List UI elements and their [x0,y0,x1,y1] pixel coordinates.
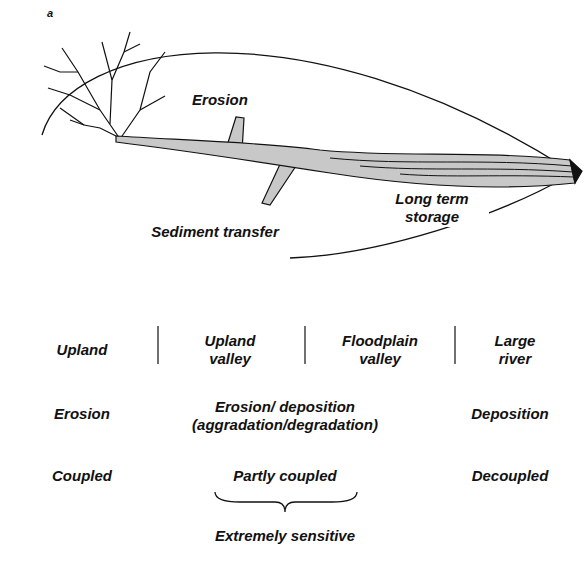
main-channel [116,136,575,187]
floodplain-lines [330,158,574,177]
label: Upland [55,340,110,360]
tributary [48,88,100,110]
tributary [84,125,118,137]
storage-line [330,158,572,166]
label: Deposition [469,404,551,424]
tributaries [44,32,165,139]
brace [215,492,357,512]
label: Upland valley [188,331,272,369]
label: Floodplain valley [328,331,432,369]
label: Erosion [52,404,112,424]
tributary [44,66,78,72]
label: Coupled [50,466,114,486]
tributary [102,42,112,124]
tributary [124,44,140,52]
label: Sediment transfer [149,222,281,242]
channel [116,117,582,205]
label: a [45,6,55,21]
label: Decoupled [470,466,551,486]
separator [304,326,305,364]
label: Large river [479,331,551,369]
basin-divide [290,177,566,258]
label: Partly coupled [231,466,338,486]
separator [157,326,158,364]
label: Extremely sensitive [213,526,357,546]
separator [454,326,455,364]
tributary [120,52,165,139]
storage-line [360,166,573,172]
tributary [112,32,130,80]
tributary [140,96,165,110]
tributary [60,108,84,125]
label: Erosion/ deposition (aggradation/degrada… [176,397,395,435]
label: Long term storage [375,189,489,227]
label: Erosion [190,90,250,110]
storage-line [400,174,574,177]
